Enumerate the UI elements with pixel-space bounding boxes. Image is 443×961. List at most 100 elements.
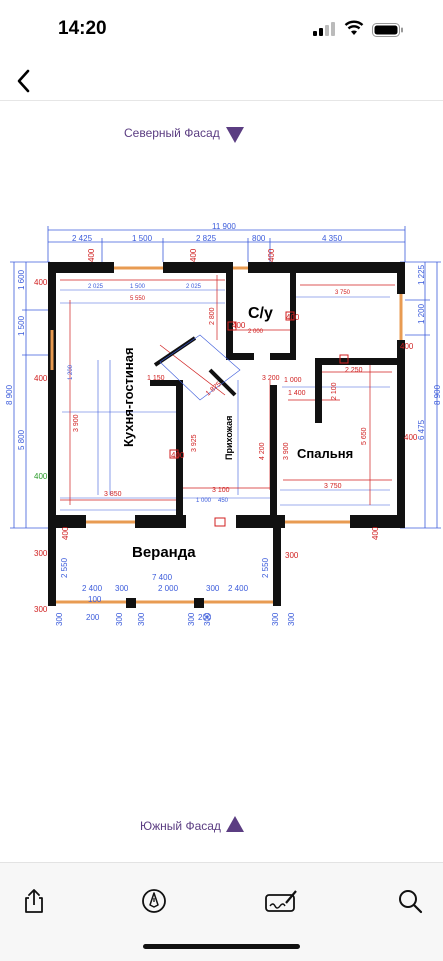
- room-bathroom: С/у: [248, 305, 273, 322]
- svg-text:400: 400: [34, 472, 48, 481]
- svg-text:3 200: 3 200: [262, 375, 280, 382]
- svg-text:5 800: 5 800: [17, 429, 26, 450]
- svg-text:1 500: 1 500: [17, 315, 26, 336]
- svg-text:2 425: 2 425: [72, 234, 93, 243]
- svg-text:6 475: 6 475: [417, 419, 426, 440]
- svg-text:8 900: 8 900: [5, 384, 14, 405]
- svg-text:1 600: 1 600: [17, 269, 26, 290]
- svg-text:400: 400: [286, 313, 300, 322]
- floor-plan: 11 900 2 425 1 500 2 825 800 4 350 2 025…: [5, 222, 442, 626]
- left-dimensions: [10, 261, 50, 529]
- document-page: [0, 101, 443, 861]
- svg-text:1 000: 1 000: [196, 498, 212, 504]
- svg-text:300: 300: [34, 605, 48, 614]
- svg-text:3 900: 3 900: [283, 442, 290, 460]
- svg-text:300: 300: [287, 612, 296, 626]
- svg-text:1 225: 1 225: [417, 264, 426, 285]
- svg-text:800: 800: [252, 234, 266, 243]
- svg-text:2 550: 2 550: [261, 557, 270, 578]
- inner-dimensions: [60, 289, 390, 511]
- search-icon[interactable]: [396, 887, 424, 915]
- svg-text:300: 300: [137, 612, 146, 626]
- back-chevron-icon[interactable]: [10, 66, 40, 96]
- svg-text:2 025: 2 025: [88, 284, 104, 290]
- share-icon[interactable]: [20, 887, 48, 915]
- navigation-bar: [0, 60, 443, 101]
- svg-text:400: 400: [87, 248, 96, 262]
- svg-text:8 900: 8 900: [433, 384, 442, 405]
- signature-icon[interactable]: [264, 887, 298, 915]
- svg-text:5 650: 5 650: [361, 427, 368, 445]
- svg-text:400: 400: [267, 248, 276, 262]
- svg-text:3 750: 3 750: [324, 483, 342, 490]
- home-indicator[interactable]: [143, 944, 300, 949]
- svg-text:1 200: 1 200: [417, 303, 426, 324]
- svg-text:2 100: 2 100: [331, 382, 338, 400]
- room-hall: Прихожая: [224, 416, 234, 460]
- svg-text:400: 400: [34, 278, 48, 287]
- svg-text:2 800: 2 800: [209, 307, 216, 325]
- svg-text:400: 400: [404, 433, 418, 442]
- svg-text:4 200: 4 200: [259, 442, 266, 460]
- svg-text:3 900: 3 900: [73, 414, 80, 432]
- svg-text:450: 450: [218, 498, 229, 504]
- door-marks: [169, 311, 349, 527]
- dimension-labels: 11 900 2 425 1 500 2 825 800 4 350 2 025…: [5, 222, 442, 626]
- svg-text:1 150: 1 150: [147, 375, 165, 382]
- svg-text:400: 400: [232, 321, 246, 330]
- svg-text:300: 300: [187, 612, 196, 626]
- top-dimensions: [47, 226, 406, 262]
- svg-text:1 000: 1 000: [284, 377, 302, 384]
- svg-text:7 400: 7 400: [152, 573, 173, 582]
- svg-text:2 825: 2 825: [196, 234, 217, 243]
- south-facade-label: Южный Фасад: [140, 819, 221, 833]
- svg-text:300: 300: [55, 612, 64, 626]
- svg-text:300: 300: [115, 584, 129, 593]
- svg-text:3 100: 3 100: [212, 487, 230, 494]
- room-labels: С/у Кухня-гостиная Прихожая Спальня Вера…: [121, 305, 353, 561]
- svg-text:300: 300: [271, 612, 280, 626]
- svg-text:400: 400: [34, 374, 48, 383]
- svg-text:2 000: 2 000: [248, 329, 264, 335]
- svg-text:400: 400: [371, 526, 380, 540]
- north-arrow-icon: [226, 127, 244, 143]
- svg-text:1 500: 1 500: [132, 234, 153, 243]
- svg-text:400: 400: [171, 451, 185, 460]
- right-dimensions: [400, 261, 441, 529]
- svg-text:100: 100: [88, 595, 102, 604]
- room-bedroom: Спальня: [297, 446, 353, 461]
- cellular-signal-icon: [313, 22, 335, 36]
- svg-text:4 350: 4 350: [322, 234, 343, 243]
- svg-text:2 400: 2 400: [82, 584, 103, 593]
- svg-text:2 025: 2 025: [186, 284, 202, 290]
- svg-text:1 200: 1 200: [68, 364, 74, 380]
- svg-text:300: 300: [206, 584, 220, 593]
- room-veranda: Веранда: [132, 544, 196, 561]
- svg-text:200: 200: [198, 613, 212, 622]
- svg-text:200: 200: [86, 613, 100, 622]
- walls: [48, 262, 405, 608]
- svg-text:1 875: 1 875: [205, 381, 223, 398]
- north-facade-label: Северный Фасад: [124, 126, 220, 140]
- diagonal-wall: [153, 336, 237, 397]
- svg-text:300: 300: [285, 551, 299, 560]
- battery-icon: [372, 23, 403, 37]
- svg-text:2 550: 2 550: [60, 557, 69, 578]
- svg-text:11 900: 11 900: [212, 222, 236, 231]
- room-kitchen-living: Кухня-гостиная: [121, 347, 136, 447]
- svg-text:300: 300: [203, 612, 212, 626]
- markup-pen-icon[interactable]: [140, 887, 168, 915]
- wifi-icon: [344, 20, 364, 35]
- svg-text:400: 400: [189, 248, 198, 262]
- svg-text:300: 300: [34, 549, 48, 558]
- svg-text:3 850: 3 850: [104, 491, 122, 498]
- svg-text:2 400: 2 400: [228, 584, 249, 593]
- south-arrow-icon: [226, 816, 244, 832]
- svg-text:2 000: 2 000: [158, 584, 179, 593]
- svg-text:3 750: 3 750: [335, 290, 351, 296]
- svg-text:400: 400: [61, 526, 70, 540]
- windows: [50, 266, 403, 604]
- status-time: 14:20: [58, 18, 107, 39]
- svg-text:400: 400: [400, 342, 414, 351]
- svg-text:2 250: 2 250: [345, 367, 363, 374]
